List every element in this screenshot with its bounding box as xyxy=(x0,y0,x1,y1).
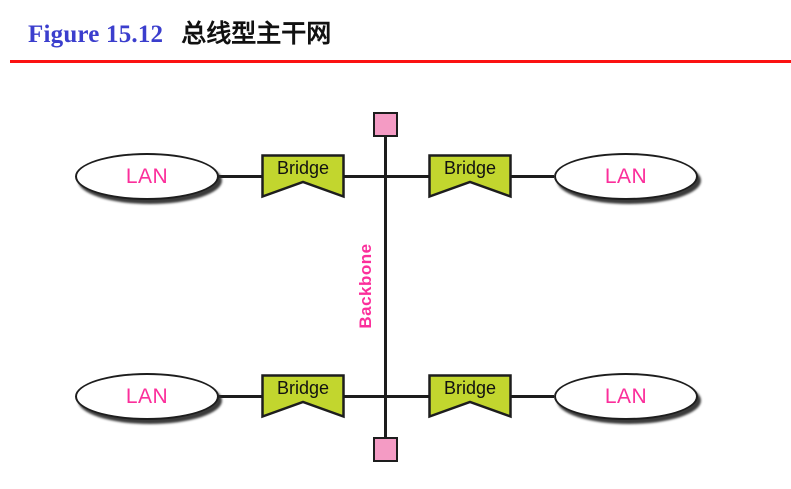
bridge-node-top-right: Bridge xyxy=(428,154,512,199)
backbone-label: Backbone xyxy=(356,243,375,329)
bridge-label: Bridge xyxy=(443,378,497,398)
figure-number: Figure 15.12 xyxy=(28,21,164,48)
bridge-node-bottom-right: Bridge xyxy=(428,374,512,419)
lan-label: LAN xyxy=(125,384,169,408)
bridge-node-bottom-left: Bridge xyxy=(261,374,345,419)
bridge-banner-shape xyxy=(428,154,512,199)
terminator-bottom xyxy=(373,437,398,462)
figure-title: 总线型主干网 xyxy=(181,20,332,48)
title-divider-rule xyxy=(10,60,791,63)
bridge-label: Bridge xyxy=(276,158,330,178)
lan-node-bottom-left: LAN xyxy=(75,373,219,420)
bridge-label: Bridge xyxy=(276,378,330,398)
lan-node-top-left: LAN xyxy=(75,153,219,200)
bridge-node-top-left: Bridge xyxy=(261,154,345,199)
bridge-banner-shape xyxy=(261,154,345,199)
lan-label: LAN xyxy=(604,384,648,408)
bridge-label: Bridge xyxy=(443,158,497,178)
bridge-banner-shape xyxy=(428,374,512,419)
terminator-top xyxy=(373,112,398,137)
figure-header: Figure 15.12 总线型主干网 xyxy=(28,14,331,50)
lan-node-top-right: LAN xyxy=(554,153,698,200)
bridge-banner-shape xyxy=(261,374,345,419)
lan-label: LAN xyxy=(125,164,169,188)
backbone-bus-line xyxy=(384,126,387,449)
lan-node-bottom-right: LAN xyxy=(554,373,698,420)
lan-label: LAN xyxy=(604,164,648,188)
